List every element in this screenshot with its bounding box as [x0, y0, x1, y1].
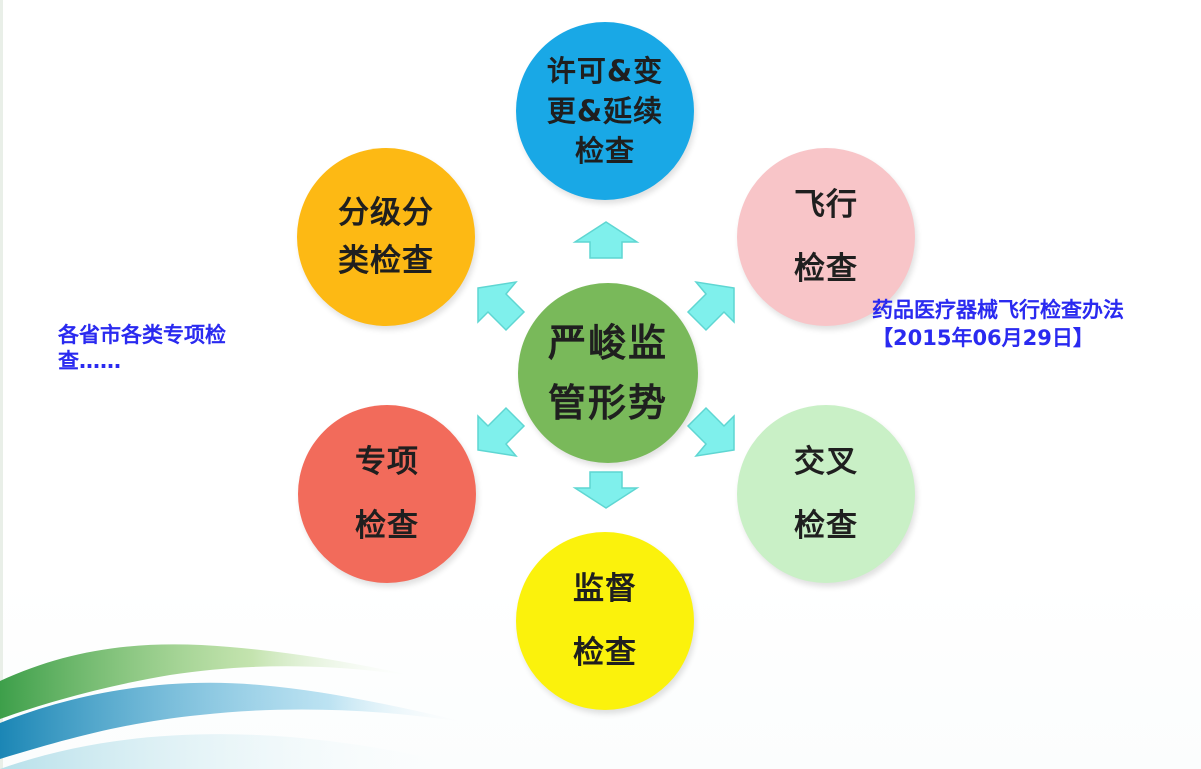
node-bottom-line-2: 检查: [573, 635, 637, 671]
annotation-left: 各省市各类专项检查……: [58, 323, 226, 373]
node-lower-right-line-1: 交叉: [794, 444, 858, 480]
node-upper-right-line-2: 检查: [794, 251, 858, 287]
node-upper-left-line-2: 类检查: [338, 243, 434, 279]
node-top-line-3: 检查: [574, 134, 635, 168]
left-border-rule: [0, 0, 3, 769]
node-graded-classified-inspection: 分级分 类检查: [297, 148, 475, 326]
node-supervision-inspection: 监督 检查: [516, 532, 694, 710]
center-line-1: 严峻监: [547, 321, 668, 365]
node-flight-inspection: 飞行 检查: [737, 148, 915, 326]
decorative-wave: [0, 644, 480, 769]
node-license-change-renewal-inspection: 许可&变 更&延续 检查: [516, 22, 694, 200]
node-lower-left-line-1: 专项: [355, 444, 419, 480]
node-top-line-1: 许可&变: [546, 54, 664, 88]
node-upper-right-line-1: 飞行: [794, 187, 858, 223]
node-lower-left-line-2: 检查: [355, 508, 419, 544]
node-special-inspection: 专项 检查: [298, 405, 476, 583]
node-bottom-line-1: 监督: [573, 571, 637, 607]
center-node: 严峻监 管形势: [518, 283, 698, 463]
annotation-right-date: 【2015年06月29日】: [872, 326, 1094, 350]
annotation-right-title: 药品医疗器械飞行检查办法: [872, 298, 1124, 322]
node-upper-left-line-1: 分级分: [338, 195, 434, 231]
annotation-right: 药品医疗器械飞行检查办法 【2015年06月29日】: [872, 296, 1192, 352]
center-line-2: 管形势: [547, 381, 668, 425]
node-lower-right-line-2: 检查: [794, 508, 858, 544]
node-cross-inspection: 交叉 检查: [737, 405, 915, 583]
node-top-line-2: 更&延续: [546, 94, 664, 128]
